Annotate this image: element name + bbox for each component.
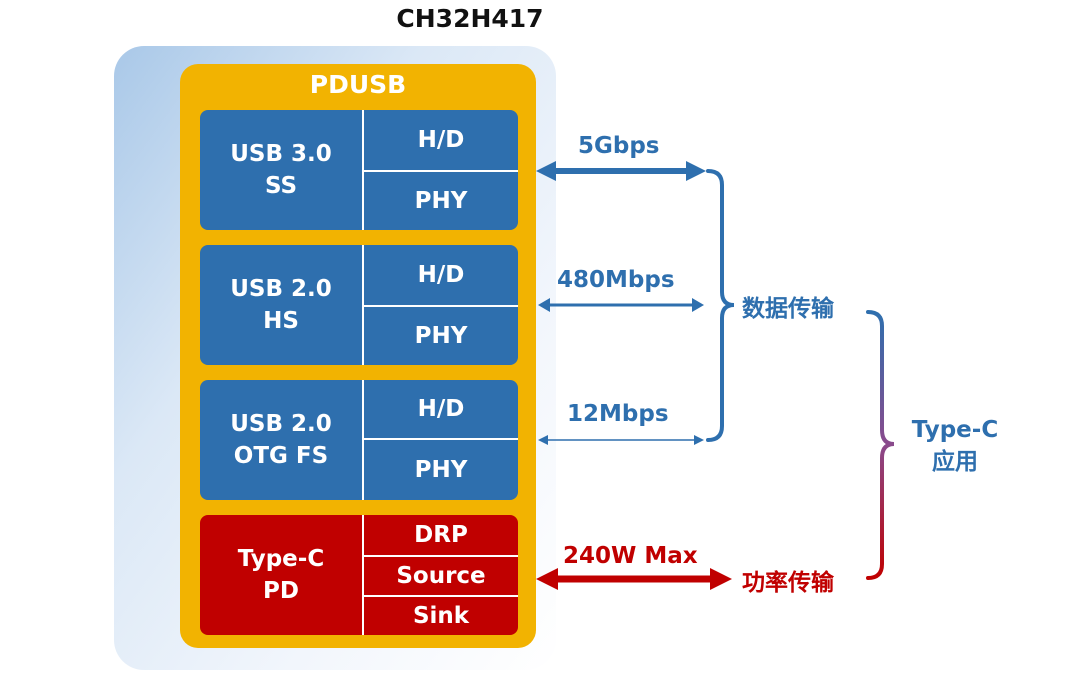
typec-app-label-line2: 应用 [932,449,978,475]
data-transfer-brace [706,169,735,442]
usb2-hs-name-line2: HS [263,308,299,334]
usb2fs-divider [362,380,364,500]
data-transfer-label: 数据传输 [742,296,834,322]
usb2-fs-name-line2: OTG FS [233,443,329,469]
power-transfer-label: 功率传输 [742,570,834,596]
usb2-fs-name-line1: USB 2.0 [230,411,332,437]
usb3-row-divider [364,170,518,172]
usb2-hs-name-line1: USB 2.0 [230,276,332,302]
usb2hs-speed-label: 480Mbps [557,267,675,293]
usb2-hs-name: USB 2.0 HS [200,245,362,365]
usb2fs-phy-cell: PHY [414,457,468,483]
usb2fs-speed-label: 12Mbps [567,401,669,427]
usb3-ss-name-line2: SS [264,173,298,199]
pd-drp-cell: DRP [414,522,468,548]
pd-link-arrow [536,568,732,590]
usb3-ss-block: USB 3.0 SS H/D PHY [200,110,518,230]
pd-divider [362,515,364,635]
usb3-ss-name-line1: USB 3.0 [230,141,332,167]
usb2fs-hd-cell: H/D [417,396,465,422]
usb2hs-hd-cell: H/D [417,262,465,288]
usb3-ss-name: USB 3.0 SS [200,110,362,230]
usb2-fs-name: USB 2.0 OTG FS [200,380,362,500]
typec-pd-name-line1: Type-C [237,546,325,572]
usb2hs-divider [362,245,364,365]
pd-source-cell: Source [396,563,486,589]
usb2-hs-block: USB 2.0 HS H/D PHY [200,245,518,365]
pd-row-divider-1 [364,555,518,557]
chip-title: CH32H417 [396,4,544,33]
pd-row-divider-2 [364,595,518,597]
usb3-phy-cell: PHY [414,188,468,214]
usb3-divider [362,110,364,230]
usb3-hd-cell: H/D [417,127,465,153]
typec-app-label-line1: Type-C [911,417,999,443]
typec-pd-block: Type-C PD DRP Source Sink [200,515,518,635]
pdusb-label: PDUSB [309,70,407,99]
usb2hs-phy-cell: PHY [414,323,468,349]
typec-pd-name: Type-C PD [200,515,362,635]
typec-app-label: Type-C 应用 [895,414,1015,478]
usb2fs-row-divider [364,438,518,440]
usb3-speed-label: 5Gbps [578,133,660,159]
usb2-otg-fs-block: USB 2.0 OTG FS H/D PHY [200,380,518,500]
typec-app-brace [866,310,895,580]
pd-power-label: 240W Max [563,543,698,569]
usb2fs-link-arrow [538,435,704,445]
usb3-link-arrow [536,161,706,181]
pd-sink-cell: Sink [412,603,470,629]
usb2hs-row-divider [364,305,518,307]
usb2hs-link-arrow [538,298,704,312]
typec-pd-name-line2: PD [263,578,299,604]
